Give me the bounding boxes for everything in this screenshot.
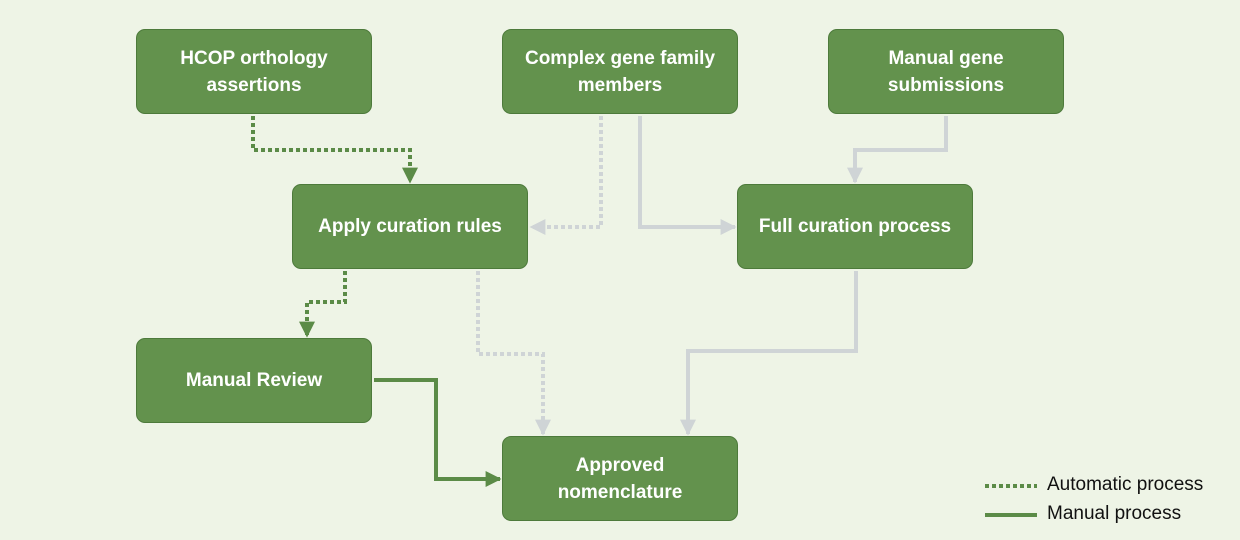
connector-apply-to-approved [476,271,551,436]
node-label: Full curation process [758,216,952,237]
node-label: Manual Review [185,370,323,391]
node-hcop-orthology-assertions: HCOP orthology assertions [136,29,372,114]
node-label: members [577,74,663,96]
node-apply-curation-rules: Apply curation rules [292,184,528,269]
node-approved-nomenclature: Approved nomenclature [502,436,738,521]
connector-submissions-to-full [847,116,948,184]
node-full-curation-process: Full curation process [737,184,973,269]
legend-manual-label: Manual process [1047,503,1182,524]
connector-hcop-to-apply [251,116,418,184]
connector-review-to-approved [374,378,502,487]
node-label: HCOP orthology [180,47,328,69]
node-manual-review: Manual Review [136,338,372,423]
node-label: Manual gene [888,47,1004,69]
node-manual-gene-submissions: Manual gene submissions [828,29,1064,114]
legend-automatic-label: Automatic process [1047,474,1204,495]
connector-complex-to-apply [529,116,603,235]
connector-apply-to-review [299,271,347,338]
node-label: submissions [887,74,1005,96]
connector-complex-to-full [638,116,737,235]
node-label: Approved [575,454,665,476]
connector-full-to-approved [680,271,858,436]
node-label: nomenclature [557,481,683,503]
node-label: Apply curation rules [318,216,502,237]
node-label: assertions [206,74,302,96]
node-complex-gene-family-members: Complex gene family members [502,29,738,114]
node-label: Complex gene family [524,47,716,69]
